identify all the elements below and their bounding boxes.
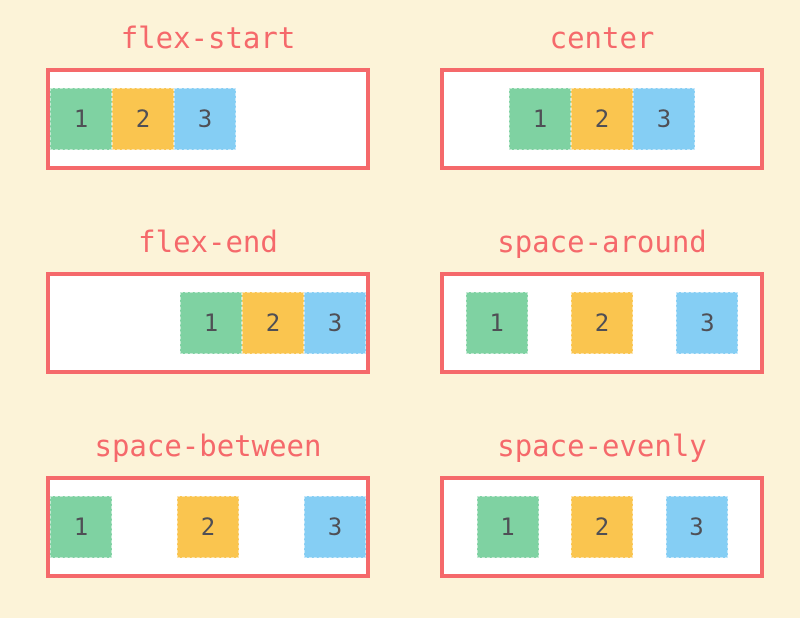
panel-title-center: center: [549, 21, 655, 55]
flex-item-3: 3: [304, 292, 366, 354]
flex-item-1: 1: [509, 88, 571, 150]
panel-space-around: space-around 1 2 3: [440, 224, 764, 374]
justify-content-demo-grid: flex-start 1 2 3 center 1 2 3 flex-end 1…: [46, 20, 764, 578]
flex-item-1: 1: [476, 496, 539, 558]
flex-item-3: 3: [665, 496, 728, 558]
flex-item-3: 3: [633, 88, 695, 150]
panel-title-flex-end: flex-end: [138, 225, 278, 259]
flex-item-1: 1: [50, 496, 112, 558]
flex-item-2: 2: [112, 88, 174, 150]
panel-center: center 1 2 3: [440, 20, 764, 170]
flex-item-2: 2: [571, 496, 633, 558]
flex-item-3: 3: [174, 88, 236, 150]
panel-title-space-evenly: space-evenly: [497, 429, 707, 463]
panel-space-evenly: space-evenly 1 2 3: [440, 428, 764, 578]
flex-container-space-between: 1 2 3: [46, 476, 370, 578]
flex-container-center: 1 2 3: [440, 68, 764, 170]
flex-item-2: 2: [242, 292, 304, 354]
panel-flex-end: flex-end 1 2 3: [46, 224, 370, 374]
flex-item-1: 1: [465, 292, 528, 354]
panel-flex-start: flex-start 1 2 3: [46, 20, 370, 170]
flex-item-3: 3: [676, 292, 739, 354]
flex-container-flex-end: 1 2 3: [46, 272, 370, 374]
flex-item-1: 1: [50, 88, 112, 150]
panel-title-space-around: space-around: [497, 225, 707, 259]
flex-container-flex-start: 1 2 3: [46, 68, 370, 170]
flex-item-2: 2: [571, 88, 633, 150]
flex-item-2: 2: [177, 496, 239, 558]
panel-space-between: space-between 1 2 3: [46, 428, 370, 578]
flex-item-2: 2: [570, 292, 633, 354]
panel-title-flex-start: flex-start: [120, 21, 296, 55]
flex-item-3: 3: [304, 496, 366, 558]
flex-container-space-evenly: 1 2 3: [440, 476, 764, 578]
flex-container-space-around: 1 2 3: [440, 272, 764, 374]
flex-item-1: 1: [180, 292, 242, 354]
panel-title-space-between: space-between: [94, 429, 322, 463]
